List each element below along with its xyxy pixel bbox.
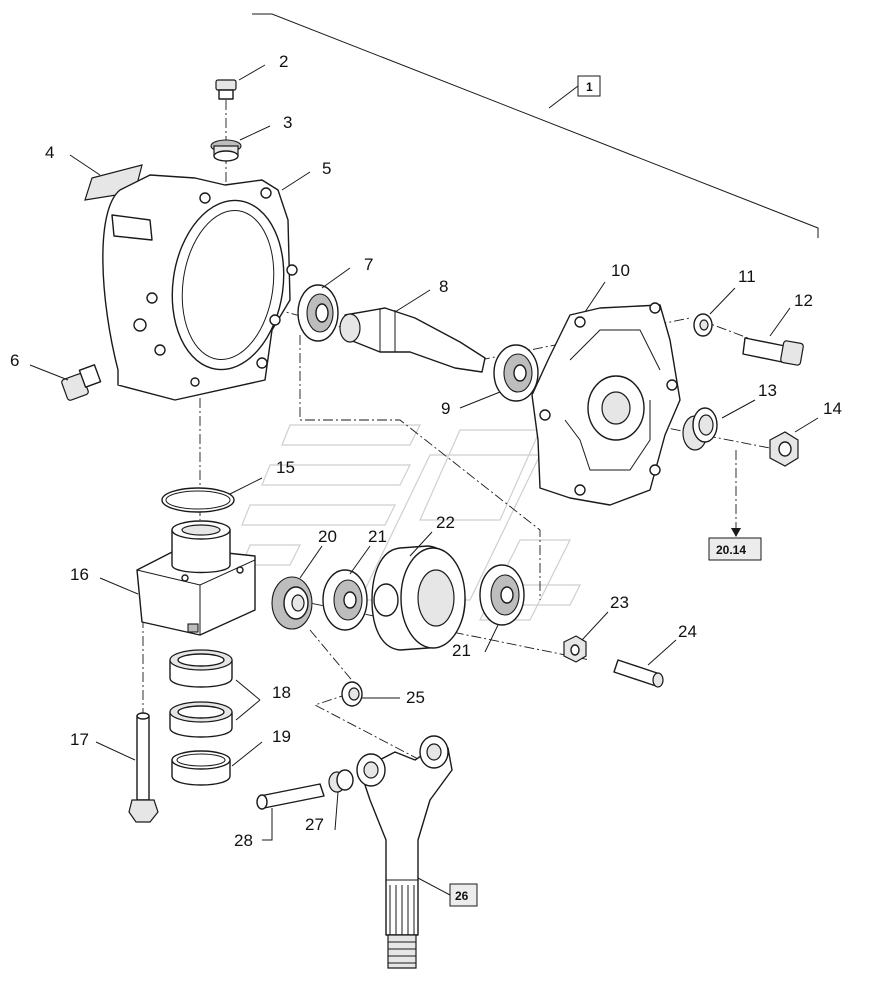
part-22-ring-gear: [371, 545, 466, 651]
part-16-housing-block: [136, 520, 256, 636]
part-18-needle-bearings: [169, 649, 233, 738]
assembly-bracket: [252, 13, 819, 238]
label-12: 12: [794, 291, 813, 310]
part-8-pinion-shaft: [339, 307, 486, 373]
part-5-housing: [102, 174, 298, 401]
part-26-yoke-shaft: [356, 735, 453, 969]
label-21-top: 21: [368, 527, 387, 546]
part-13-ring: [682, 407, 718, 451]
page-ref-box: 20.14: [708, 537, 762, 561]
label-13: 13: [758, 381, 777, 400]
label-22: 22: [436, 513, 455, 532]
part-24-stud: [613, 659, 664, 688]
part-23-nut: [563, 635, 587, 663]
assembly-ref-box: 1: [577, 75, 601, 97]
label-27: 27: [305, 815, 324, 834]
page-ref-label: 20.14: [716, 543, 746, 557]
label-17: 17: [70, 730, 89, 749]
label-20: 20: [318, 527, 337, 546]
watermark-logo: [241, 424, 581, 621]
part-9-bearing: [493, 344, 539, 402]
label-14: 14: [823, 399, 842, 418]
label-9: 9: [441, 399, 450, 418]
part-labels: 2 3 4 5 6 7 8 9 10 11 12 13 14 15 16 17 …: [10, 52, 842, 850]
label-5: 5: [322, 159, 331, 178]
part-17-long-bolt: [128, 712, 159, 823]
assembly-ref-label: 1: [586, 80, 593, 94]
label-8: 8: [439, 277, 448, 296]
label-23: 23: [610, 593, 629, 612]
label-21-bottom: 21: [452, 641, 471, 660]
shaft-ref-box: 26: [449, 883, 478, 907]
label-6: 6: [10, 351, 19, 370]
label-11: 11: [738, 267, 756, 286]
label-3: 3: [283, 113, 292, 132]
label-28: 28: [234, 831, 253, 850]
part-3-breather: [210, 139, 242, 162]
part-28-pin: [256, 783, 325, 810]
part-20-slotted-nut: [271, 576, 313, 630]
label-25: 25: [406, 688, 425, 707]
part-15-o-ring: [161, 487, 235, 513]
part-11-washer: [693, 313, 713, 337]
label-19: 19: [272, 727, 291, 746]
part-6-bolt: [61, 364, 102, 401]
shaft-ref-label: 26: [455, 889, 469, 903]
label-7: 7: [364, 255, 373, 274]
label-4: 4: [45, 143, 54, 162]
label-24: 24: [678, 622, 697, 641]
leader-lines: [29, 64, 819, 896]
part-21-bearing-right: [479, 564, 525, 626]
part-14-nut: [769, 431, 799, 467]
part-2-plug: [215, 79, 237, 100]
part-10-cover-flange: [531, 302, 681, 506]
ref-arrow: [731, 528, 741, 537]
part-21-bearing-left: [322, 569, 368, 631]
part-12-bolt: [742, 337, 804, 366]
label-16: 16: [70, 565, 89, 584]
label-15: 15: [276, 458, 295, 477]
part-19-ring: [171, 750, 231, 786]
part-27-bushing: [328, 769, 354, 793]
label-10: 10: [611, 261, 630, 280]
label-18: 18: [272, 683, 291, 702]
label-2: 2: [279, 52, 288, 71]
part-25-washer: [341, 681, 363, 707]
part-7-bearing: [297, 284, 339, 342]
